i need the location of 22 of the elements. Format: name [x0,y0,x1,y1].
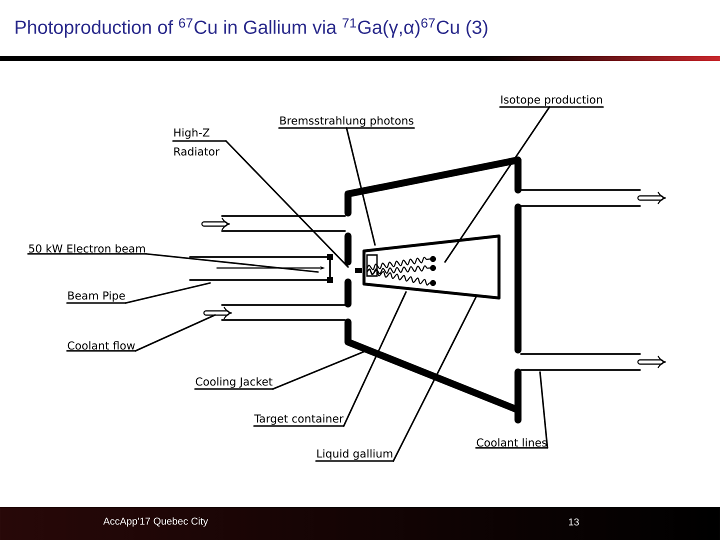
leader-line [124,282,211,304]
callout-label: Liquid gallium [315,449,394,462]
callout-label: Bremsstrahlung photons [278,116,415,129]
leader-line [225,140,349,268]
title: Photoproduction of $^{67}$Cu in Gallium via $^{71}$Ga(γ,α)$^{67}$Cu (3) [16,18,488,38]
callout-label: Cooling Jacket [194,377,274,390]
callout-label: High-Z Radiator [172,128,227,156]
callout-label: Coolant lines [475,438,548,449]
leader-line [145,253,319,273]
leader-line [444,106,550,263]
callout-label: Target container [253,414,345,427]
leader-line [392,296,477,462]
callout-label: 50 kW Electron beam [27,244,147,255]
page-number: 13 [568,518,579,526]
footer-text: AccApp'17 Quebec City [103,517,208,527]
callout-label: Beam Pipe [66,291,126,304]
callout-label: Isotope production [499,95,604,108]
leader-line [346,127,376,246]
leader-line [134,314,216,352]
leader-line [342,291,407,427]
callout-label: Coolant flow [66,341,136,352]
leader-line [539,371,548,449]
